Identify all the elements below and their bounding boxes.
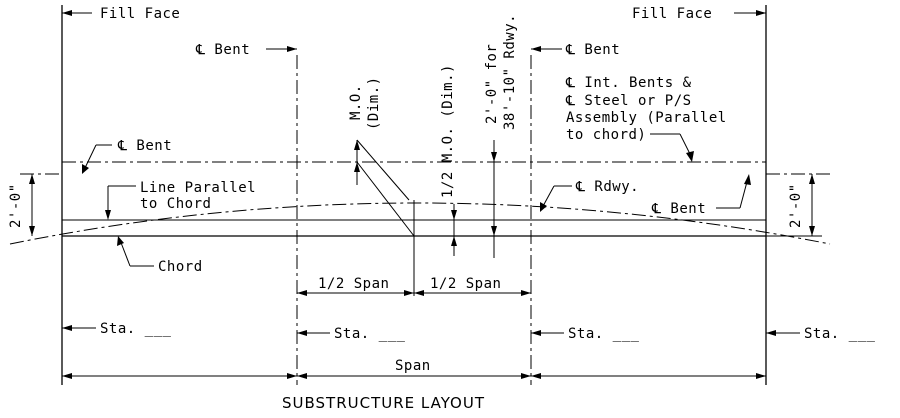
mo-dim-label: M.O. (348, 84, 364, 120)
arrowhead (117, 236, 124, 246)
cl-bent-right-label: ℄ Bent (565, 42, 620, 58)
line-parallel-label-1: Line Parallel (140, 180, 256, 196)
arrowhead (766, 330, 776, 336)
cl-bent-right-low-label: ℄ Bent (651, 201, 706, 217)
int-bents-note-4: to chord) (566, 127, 646, 143)
arrowhead (491, 226, 497, 236)
half-span-right-label: 1/2 Span (430, 276, 501, 292)
cl-rdwy-label: ℄ Rdwy. (575, 179, 639, 195)
int-bents-note-3: Assembly (Parallel (566, 110, 727, 126)
arrowhead (297, 373, 307, 379)
two-ft-right-label: 2'-0" (788, 183, 804, 228)
drawing-title: SUBSTRUCTURE LAYOUT (282, 394, 485, 412)
rdwy-width-label: 38'-10" Rdwy. (502, 14, 518, 130)
arrowhead (744, 174, 751, 185)
arrowhead (287, 46, 297, 52)
mo-dim-diagonal-1 (356, 139, 410, 201)
half-span-left-label: 1/2 Span (318, 276, 389, 292)
arrowhead (297, 330, 307, 336)
fill-face-right-label: Fill Face (632, 6, 712, 22)
arrowhead (756, 10, 766, 16)
cl-bent-side-leader-d (83, 144, 97, 171)
arrowhead (354, 140, 360, 150)
span-label: Span (395, 358, 431, 374)
arrowhead (105, 210, 111, 220)
two-ft-left-label: 2'-0" (8, 183, 24, 228)
arrowhead (531, 330, 541, 336)
cl-bent-left-label: ℄ Bent (195, 42, 250, 58)
line-parallel-label-2: to Chord (140, 196, 211, 212)
arrowhead (521, 290, 531, 296)
mo-dim-diagonal-2 (356, 161, 415, 237)
arrowhead (297, 290, 307, 296)
arrowhead (29, 174, 35, 184)
roadway-profile-curve (9, 202, 831, 245)
arrowhead (531, 373, 541, 379)
arrowhead (62, 325, 72, 331)
arrowhead (451, 210, 457, 220)
int-bents-note-2: ℄ Steel or P/S (565, 93, 692, 109)
sta-2-label: Sta. ___ (334, 326, 406, 342)
arrowhead (287, 373, 297, 379)
arrowhead (62, 373, 72, 379)
two-ft-for-label: 2'-0" for (484, 44, 500, 124)
arrowhead (82, 164, 89, 174)
chord-label: Chord (158, 259, 203, 275)
arrowhead (686, 151, 694, 162)
sta-4-label: Sta. ___ (804, 326, 876, 342)
mo-dim-label-2: (Dim.) (366, 76, 382, 130)
half-mo-dim-label: 1/2 M.O. (Dim.) (440, 64, 456, 198)
arrowhead (540, 202, 547, 212)
arrowhead (809, 226, 815, 236)
sta-3-label: Sta. ___ (568, 326, 640, 342)
arrowhead (62, 10, 72, 16)
arrowhead (756, 373, 766, 379)
arrowhead (451, 236, 457, 246)
fill-face-left-label: Fill Face (100, 6, 180, 22)
arrowhead (521, 373, 531, 379)
chord-leader-d (119, 239, 131, 267)
arrowhead (29, 226, 35, 236)
int-bents-note-1: ℄ Int. Bents & (565, 75, 692, 91)
sta-1-label: Sta. ___ (100, 321, 172, 337)
arrowhead (404, 290, 414, 296)
arrowhead (354, 162, 360, 172)
arrowhead (809, 174, 815, 184)
cl-bent-side-label: ℄ Bent (117, 138, 172, 154)
arrowhead (414, 290, 424, 296)
arrowhead (531, 46, 541, 52)
arrowhead (491, 152, 497, 162)
